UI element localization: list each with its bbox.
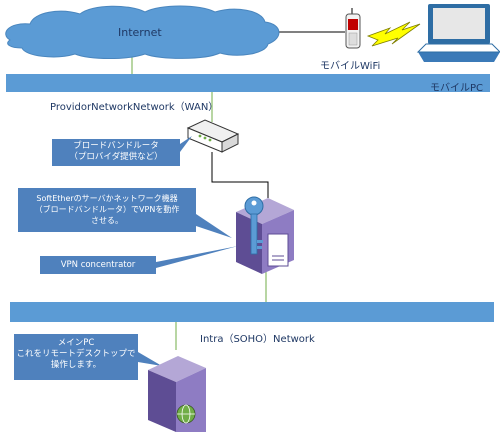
main-pc-server-icon xyxy=(148,356,206,432)
laptop-icon xyxy=(416,4,500,62)
main-pc-callout-line: これをリモートデスクトップで xyxy=(16,349,136,359)
vpn-callout-shape xyxy=(40,246,238,274)
intra-label: Intra（SOHO）Network xyxy=(200,334,315,345)
lightning-icon xyxy=(366,21,421,47)
wan-bar xyxy=(6,74,490,92)
main-pc-callout-line: 操作します。 xyxy=(50,360,102,370)
softether-callout-line: させる。 xyxy=(91,216,123,225)
server-icon xyxy=(236,198,294,274)
cloud-icon xyxy=(5,5,280,59)
softether-callout-shape xyxy=(18,188,232,238)
main-pc-callout-shape xyxy=(14,334,162,380)
vpn-concentrator-label: VPN concentrator xyxy=(60,260,136,270)
mobile-phone-icon xyxy=(345,8,361,49)
softether-callout-line: SoftEtherのサーバかネットワーク機器 xyxy=(36,194,178,203)
main-pc-callout-text: メインPC これをリモートデスクトップで 操作します。 xyxy=(14,338,138,371)
router-icon xyxy=(186,119,240,153)
intra-bar xyxy=(10,302,494,322)
router-server-link xyxy=(211,152,269,198)
router-callout-text: ブロードバンドルータ （プロバイダ提供など） xyxy=(52,141,180,163)
router-callout-line: ブロードバンドルータ xyxy=(73,141,159,151)
router-callout-shape xyxy=(52,136,192,166)
softether-callout-line: （ブロードバンドルータ）でVPNを動作 xyxy=(34,205,180,214)
wan-label: ProvidorNetworkNetwork（WAN） xyxy=(50,102,219,113)
mobile-wifi-label: モバイルWiFi xyxy=(320,61,381,72)
mobile-pc-label: モバイルPC xyxy=(430,83,484,94)
softether-callout-text: SoftEtherのサーバかネットワーク機器 （ブロードバンドルータ）でVPNを… xyxy=(18,193,196,226)
globe-icon xyxy=(176,404,196,424)
internet-label: Internet xyxy=(118,26,162,39)
main-pc-callout-line: メインPC xyxy=(57,338,95,348)
key-icon xyxy=(244,196,264,255)
router-callout-line: （プロバイダ提供など） xyxy=(69,152,163,162)
